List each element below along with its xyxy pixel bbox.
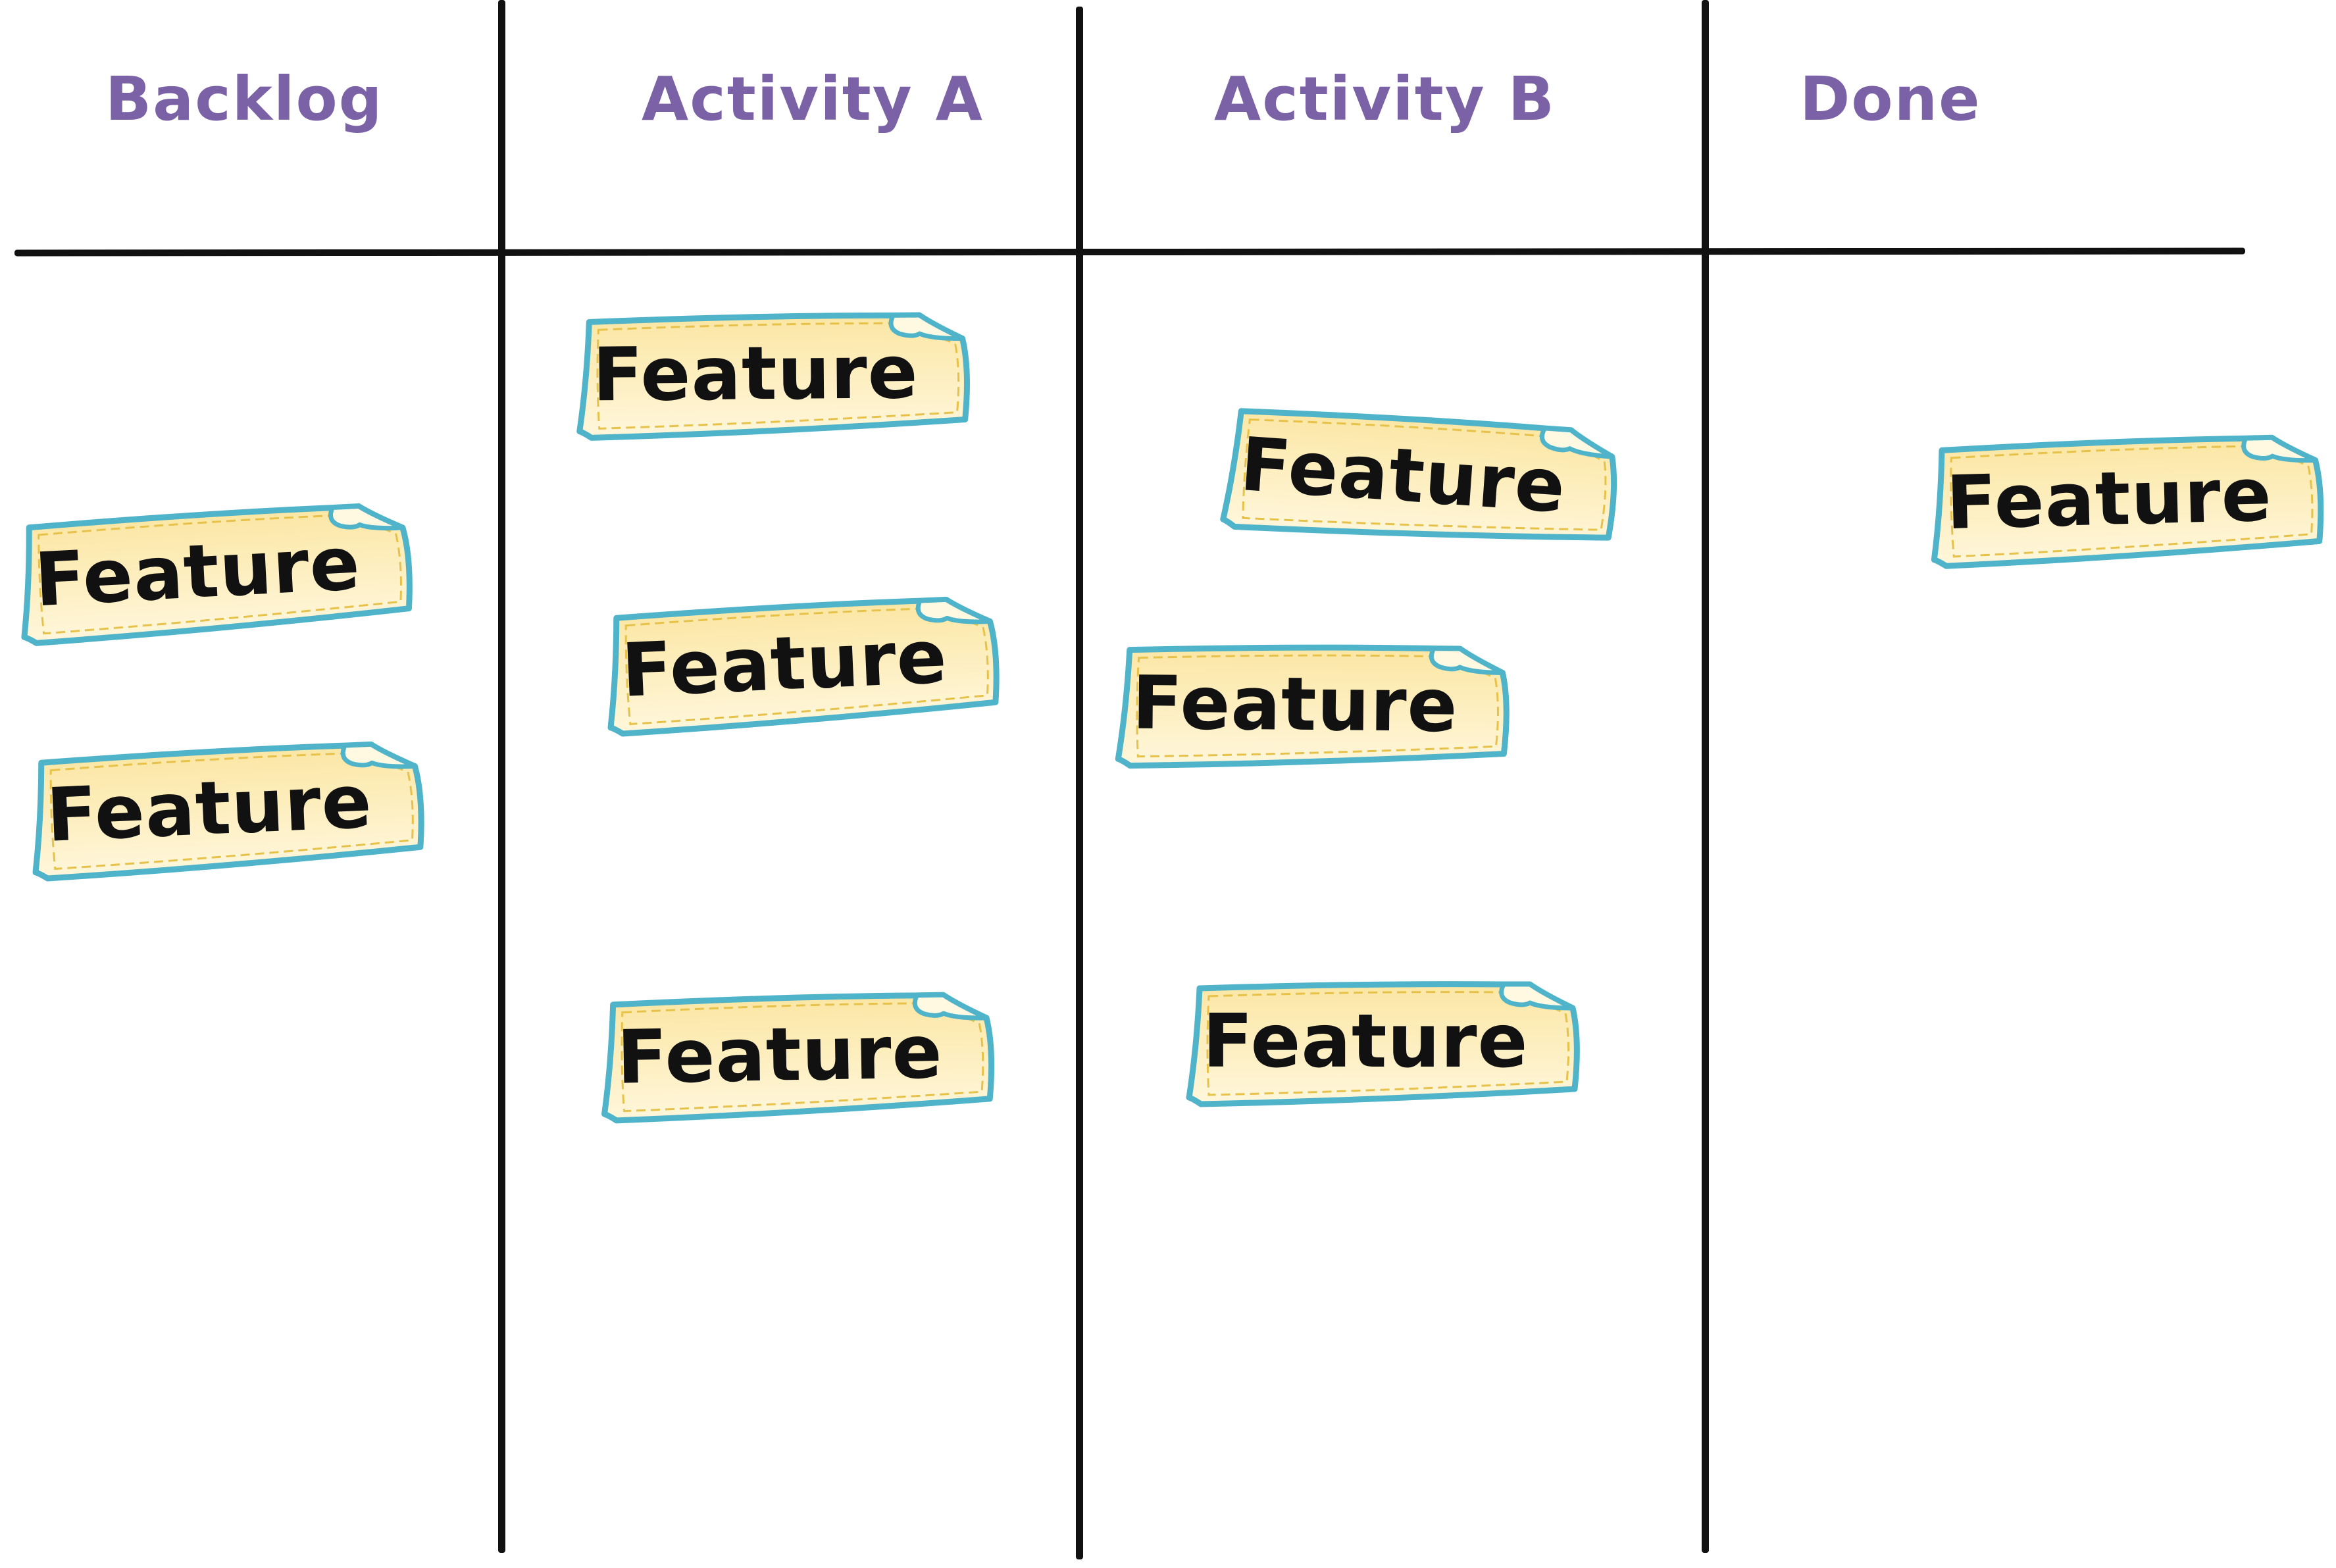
column-header-activity-b: Activity B [1214, 64, 1556, 134]
sticky-note-shape [1931, 434, 2324, 569]
feature-card-label: Feature [616, 1009, 944, 1101]
feature-card-label: Feature [1237, 421, 1569, 530]
sticky-note-shape [607, 596, 1000, 737]
feature-card-label: Feature [32, 520, 363, 623]
feature-card[interactable]: Feature [604, 587, 1001, 739]
feature-card[interactable]: Feature [601, 984, 995, 1125]
column-divider-1 [498, 0, 505, 1553]
sticky-note-shape [21, 503, 413, 646]
sticky-note-shape [1186, 981, 1580, 1107]
feature-card-label: Feature [1131, 660, 1459, 749]
sticky-note-shape [32, 741, 424, 882]
feature-card[interactable]: Feature [576, 304, 970, 442]
feature-card-label: Feature [44, 758, 374, 859]
feature-card-label: Feature [619, 613, 950, 714]
feature-card[interactable]: Feature [1186, 974, 1580, 1109]
feature-card-label: Feature [592, 329, 919, 418]
feature-card[interactable]: Feature [1929, 426, 2324, 571]
feature-card[interactable]: Feature [29, 732, 426, 884]
sticky-note-shape [1115, 644, 1510, 769]
feature-card[interactable]: Feature [1220, 395, 1621, 557]
column-header-done: Done [1800, 64, 1981, 134]
feature-card-label: Feature [1944, 451, 2273, 546]
feature-card[interactable]: Feature [1115, 635, 1510, 773]
column-divider-3 [1702, 0, 1709, 1553]
feature-card[interactable]: Feature [16, 493, 415, 649]
column-header-backlog: Backlog [105, 64, 384, 134]
sticky-note-shape [576, 312, 970, 441]
header-divider-line [14, 247, 2246, 257]
sticky-note-shape [1220, 408, 1617, 541]
feature-card-label: Feature [1202, 998, 1529, 1084]
column-divider-2 [1076, 7, 1083, 1559]
column-header-activity-a: Activity A [642, 64, 984, 134]
sticky-note-shape [601, 992, 995, 1124]
